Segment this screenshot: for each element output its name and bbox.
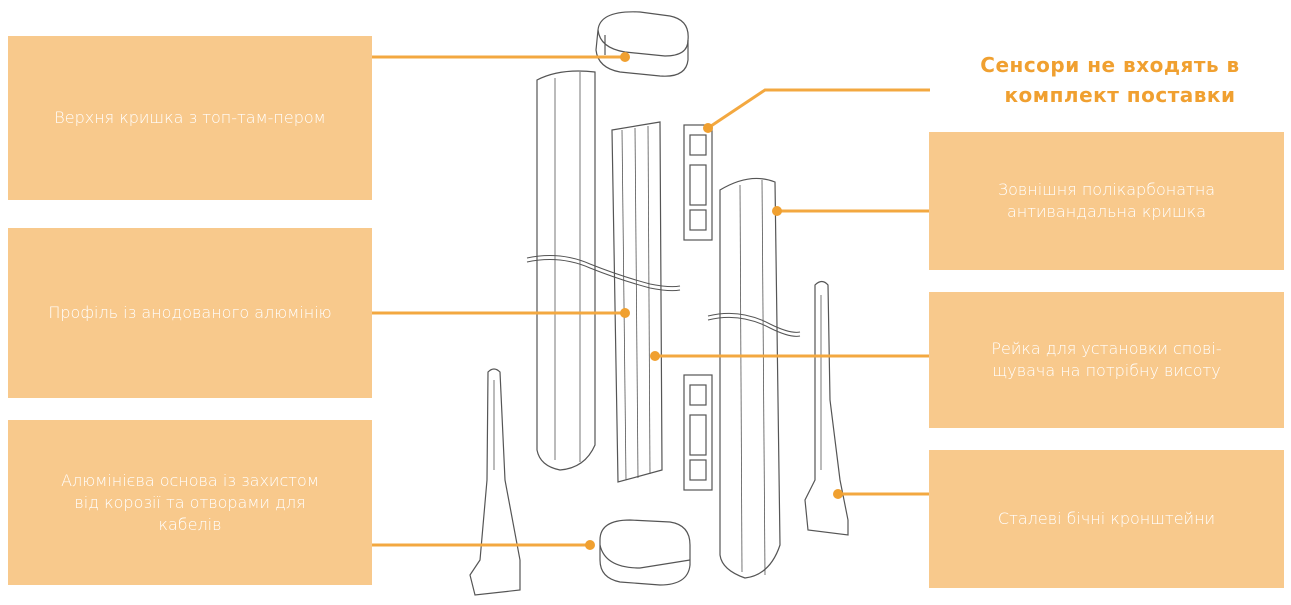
sensor-modules-drawing (684, 125, 712, 490)
label-base: Алюмінієва основа із захистом від корозі… (8, 420, 372, 585)
dot-rail (650, 351, 660, 361)
base-drawing (600, 520, 690, 585)
dot-top-cover (620, 52, 630, 62)
profile-rail-drawing (612, 122, 662, 482)
left-shell-drawing (537, 71, 595, 470)
sensors-callout: Сенсори не входять в комплект поставки (945, 50, 1275, 110)
label-base-text: Алюмінієва основа із захистом від корозі… (48, 470, 332, 536)
dot-brackets (833, 489, 843, 499)
outer-cover-drawing (720, 178, 780, 578)
label-brackets-text: Сталеві бічні кронштейни (998, 508, 1215, 530)
label-profile: Профіль із анодованого алюмінію (8, 228, 372, 398)
label-top-cover-text: Верхня кришка з топ-там-пером (54, 107, 326, 129)
label-outer-cover: Зовнішня полікарбонатна антивандальна кр… (929, 132, 1284, 270)
dot-sensors (703, 123, 713, 133)
dot-outer-cover (772, 206, 782, 216)
sensors-callout-line2: комплект поставки (945, 80, 1275, 110)
dot-base (585, 540, 595, 550)
top-cap-drawing (596, 12, 688, 76)
label-top-cover: Верхня кришка з топ-там-пером (8, 36, 372, 200)
sensors-callout-line1: Сенсори не входять в (945, 50, 1275, 80)
label-brackets: Сталеві бічні кронштейни (929, 450, 1284, 588)
leader-sensors (708, 90, 930, 128)
label-rail-text: Рейка для установки спові-щувача на потр… (969, 338, 1244, 382)
dot-profile (620, 308, 630, 318)
label-outer-cover-text: Зовнішня полікарбонатна антивандальна кр… (969, 179, 1244, 223)
label-rail: Рейка для установки спові-щувача на потр… (929, 292, 1284, 428)
label-profile-text: Профіль із анодованого алюмінію (48, 302, 331, 324)
left-bracket-drawing (470, 369, 520, 595)
